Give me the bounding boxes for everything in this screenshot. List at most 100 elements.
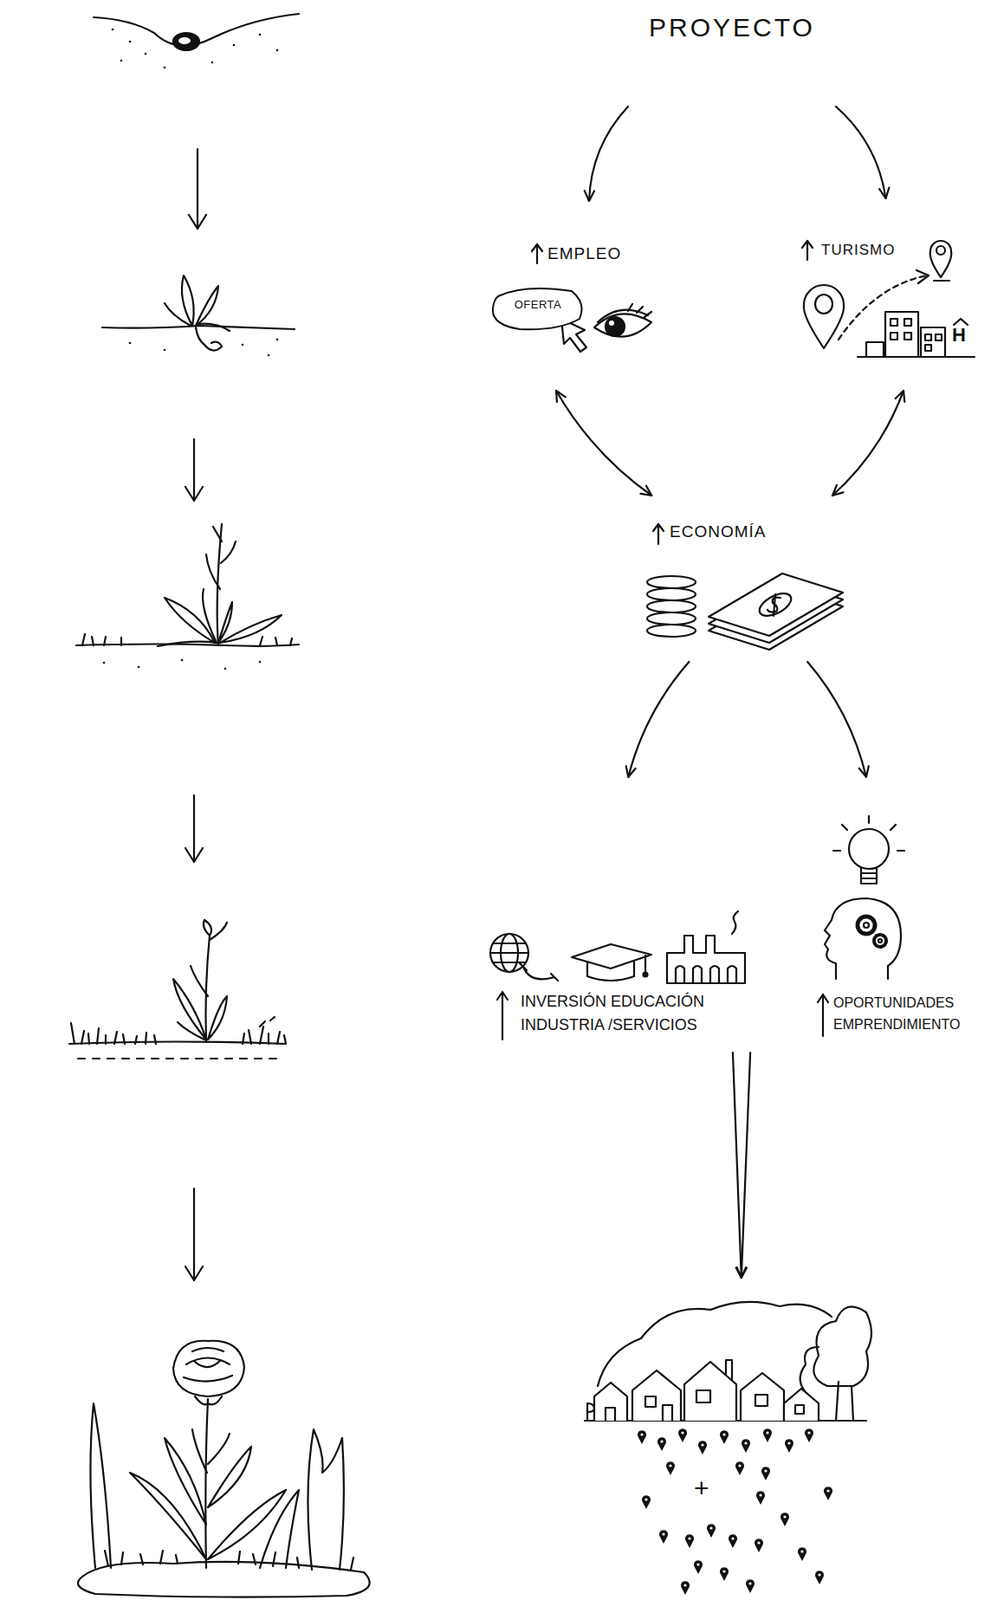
people-pins: [728, 1534, 738, 1549]
connector-arrow: [807, 661, 869, 778]
people-pins: [756, 1490, 765, 1505]
money-icon: [756, 589, 796, 621]
arrow-head: [556, 390, 566, 402]
factory-icon: [667, 935, 745, 984]
young-plant-drawing: [76, 524, 299, 670]
flower-drawing: [183, 1347, 233, 1382]
sprout-drawing: [102, 325, 295, 330]
opportunity-node: OPORTUNIDADES EMPRENDIMIENTO: [746, 779, 986, 1050]
people-pins: [680, 1580, 690, 1595]
people-pins: [693, 1560, 703, 1574]
people-pins: [666, 1461, 675, 1476]
seed-drawing: [163, 66, 167, 70]
seed-drawing: [173, 32, 200, 51]
factory-icon: [675, 965, 737, 984]
people-pins: [637, 1428, 833, 1595]
young-plant-drawing: [76, 644, 299, 647]
seed-drawing: [93, 13, 299, 69]
lightbulb-icon: [833, 816, 905, 884]
flower-drawing: [164, 1437, 207, 1525]
growth-arrow: [185, 1188, 203, 1281]
money-icon: [647, 624, 696, 637]
sprout-drawing: [267, 354, 271, 357]
village-drawing: [755, 1394, 768, 1406]
village-drawing: [813, 1306, 872, 1387]
village-drawing: [740, 1373, 784, 1421]
young-plant-drawing: [202, 589, 217, 643]
head-gears-icon: [857, 916, 875, 934]
growing-plant-drawing: [71, 1016, 286, 1044]
globe-phone-icon: [490, 943, 529, 963]
node-text: TURISMO: [821, 241, 895, 260]
growing-plant-drawing: [203, 919, 212, 936]
young-plant-drawing: [181, 659, 184, 662]
people-pins: [735, 1461, 745, 1476]
location-pin-icon: [936, 246, 946, 255]
sprout-drawing: [181, 275, 195, 326]
people-pins: [637, 1430, 647, 1445]
connector-line: [835, 106, 887, 199]
globe-phone-icon: [490, 933, 558, 981]
young-plant-drawing: [157, 641, 217, 647]
growing-plant-drawing: [69, 919, 286, 1059]
sprout-drawing: [129, 342, 132, 345]
people-pins: [763, 1428, 772, 1443]
flower-drawing: [90, 1403, 111, 1568]
factory-icon: [667, 911, 745, 984]
eye-icon: [594, 304, 652, 337]
node-text: EMPLEO: [547, 244, 622, 265]
growing-plant-drawing: [77, 1057, 278, 1060]
people-pins: [804, 1428, 814, 1443]
people-pins: [780, 1512, 790, 1527]
location-pin-icon: [803, 240, 952, 349]
people-pins: [657, 1437, 667, 1451]
people-pins: [741, 1438, 751, 1453]
lightbulb-icon: [861, 867, 877, 884]
seed-drawing: [144, 52, 148, 56]
seed-drawing: [276, 49, 279, 52]
seed-drawing: [259, 33, 262, 37]
employment-node: EMPLEOOFERTA: [485, 203, 659, 389]
village-drawing: [587, 1403, 595, 1421]
seed-drawing: [211, 61, 214, 65]
growing-plant-drawing: [69, 1042, 286, 1045]
young-plant-drawing: [220, 615, 282, 643]
money-icon: [708, 573, 843, 636]
graduation-cap-icon: [587, 961, 635, 981]
village-drawing: [696, 1390, 711, 1403]
people-pins: [706, 1523, 716, 1538]
village-drawing: [645, 1396, 656, 1407]
buildings-icon: [890, 318, 942, 351]
people-pins: [761, 1466, 771, 1481]
arrow-head: [879, 187, 889, 199]
sprout-drawing: [195, 285, 219, 326]
growth-arrow: [188, 148, 207, 229]
node-text: OPORTUNIDADES EMPRENDIMIENTO: [833, 992, 983, 1037]
connector-arrow: [584, 106, 629, 201]
people-pins: [754, 1538, 764, 1553]
young-plant-drawing: [82, 634, 292, 646]
connector-arrow: [832, 390, 905, 496]
flower-drawing: [307, 1429, 344, 1570]
buildings-icon: [920, 327, 946, 357]
node-text: PROYECTO: [648, 12, 816, 44]
growing-plant-drawing: [206, 935, 211, 1043]
location-pin-icon: [838, 275, 927, 340]
village-drawing: [725, 1360, 732, 1380]
buildings-icon: [953, 318, 968, 325]
people-pins: [641, 1495, 651, 1510]
hotel-sign-letter: H: [952, 325, 966, 345]
growing-plant-drawing: [209, 922, 227, 940]
sprout-drawing: [164, 303, 191, 326]
money-icon: [647, 600, 696, 613]
location-pin-icon: [933, 279, 950, 282]
people-pins: [784, 1438, 794, 1453]
seed-drawing: [178, 37, 191, 45]
young-plant-drawing: [206, 526, 236, 590]
location-pin-icon: [930, 240, 953, 278]
location-pin-icon: [916, 270, 929, 284]
buildings-icon: [866, 342, 884, 357]
